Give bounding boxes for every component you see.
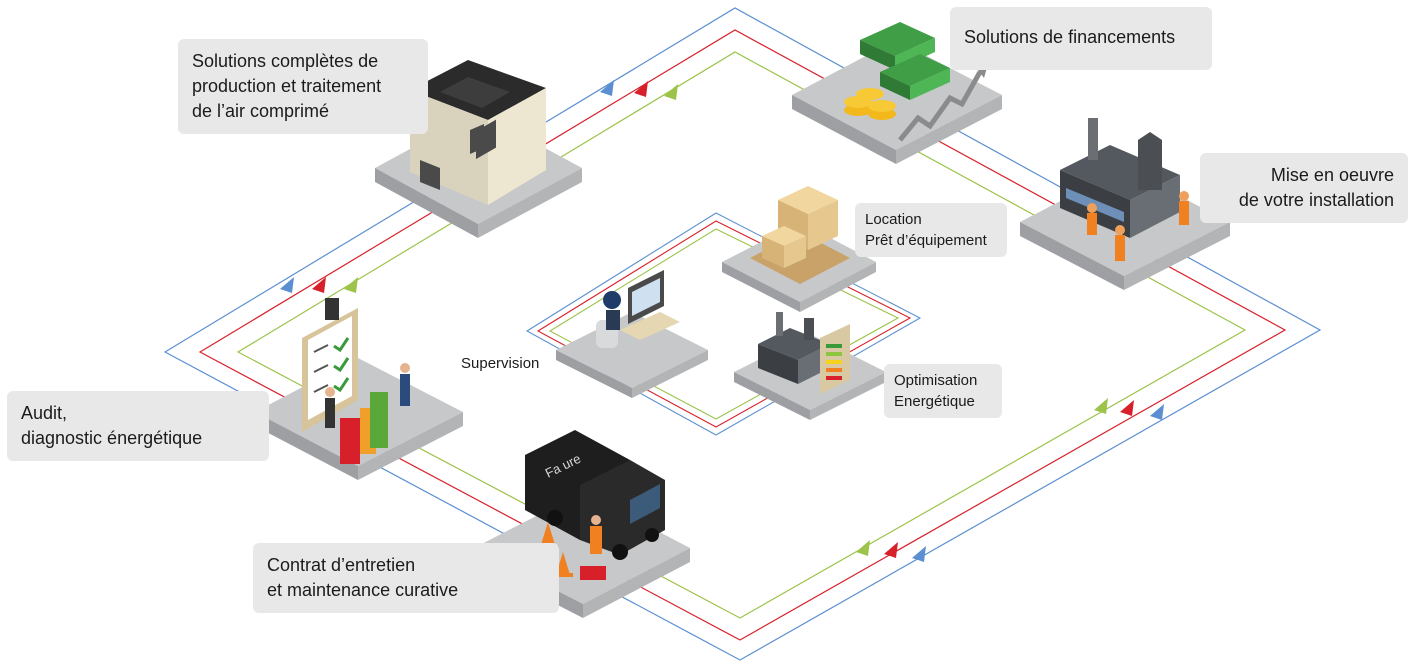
label-supervision-line-1: Supervision	[461, 355, 540, 372]
label-optimisation-line-1: Optimisation	[894, 372, 978, 389]
factory-workers-icon	[1060, 118, 1189, 261]
arrow-red-top	[634, 81, 648, 97]
operator-workstation-icon	[596, 270, 680, 348]
inner-loop-blue	[525, 212, 922, 436]
growth-arrow-icon	[898, 70, 983, 142]
inner-loop-green	[548, 228, 900, 420]
air-compressor-icon	[410, 60, 546, 205]
label-maintenance: Contrat d’entretien et maintenance curat…	[253, 543, 559, 613]
arrow-blue-left	[280, 277, 294, 293]
platform-financing	[792, 22, 1002, 164]
audit-checklist-icon	[302, 298, 410, 464]
energy-label-factory-icon	[758, 312, 850, 394]
platform-production	[375, 60, 582, 238]
label-financing-line-1: Solutions de financements	[964, 27, 1176, 47]
arrow-blue-top	[600, 80, 614, 96]
label-financing: Solutions de financements	[950, 7, 1212, 70]
label-optimisation: Optimisation Energétique	[884, 364, 1002, 418]
technician-icon	[580, 515, 606, 580]
arrow-blue-right	[1150, 404, 1164, 420]
arrow-green-right	[1094, 398, 1108, 414]
bar-green	[370, 392, 388, 448]
arrow-red-left	[312, 277, 326, 293]
bar-red	[340, 418, 360, 464]
arrow-green-bottom	[856, 540, 870, 556]
service-van-icon: Fa ure	[525, 430, 665, 560]
label-installation-line-2: de votre installation	[1238, 190, 1394, 210]
label-rental: Location Prêt d’équipement	[855, 203, 1007, 257]
label-installation-line-1: Mise en oeuvre	[1270, 165, 1394, 185]
arrow-green-top	[664, 84, 678, 100]
platform-installation	[1020, 118, 1230, 290]
label-optimisation-line-2: Energétique	[894, 393, 975, 410]
platform-audit	[255, 298, 463, 480]
platform-rental	[722, 186, 876, 312]
arrow-blue-bottom	[912, 546, 926, 562]
arrow-red-right	[1120, 400, 1134, 416]
flow-arrows	[280, 80, 1164, 562]
label-maintenance-line-1: Contrat d’entretien	[267, 555, 416, 575]
inner-cycle-lines	[525, 212, 922, 436]
label-installation: Mise en oeuvre de votre installation	[1200, 153, 1408, 223]
label-audit-line-2: diagnostic énergétique	[21, 428, 203, 448]
label-production: Solutions complètes de production et tra…	[178, 39, 428, 134]
label-production-line-3: de l’air comprimé	[192, 101, 330, 121]
pallet-boxes-icon	[750, 186, 850, 284]
money-stack-icon	[844, 22, 988, 142]
arrow-red-bottom	[884, 542, 898, 558]
arrow-green-left	[344, 277, 358, 293]
platform-supervision	[556, 270, 708, 398]
label-rental-line-1: Location	[865, 211, 922, 228]
label-rental-line-2: Prêt d’équipement	[865, 232, 987, 249]
label-maintenance-line-2: et maintenance curative	[267, 580, 459, 600]
label-production-line-1: Solutions complètes de	[192, 51, 379, 71]
label-supervision: Supervision	[461, 353, 539, 374]
label-audit: Audit, diagnostic énergétique	[7, 391, 269, 461]
label-production-line-2: production et traitement	[192, 76, 382, 96]
label-audit-line-1: Audit,	[21, 403, 68, 423]
platform-optimisation	[734, 312, 886, 420]
inner-loop-red	[536, 220, 912, 428]
